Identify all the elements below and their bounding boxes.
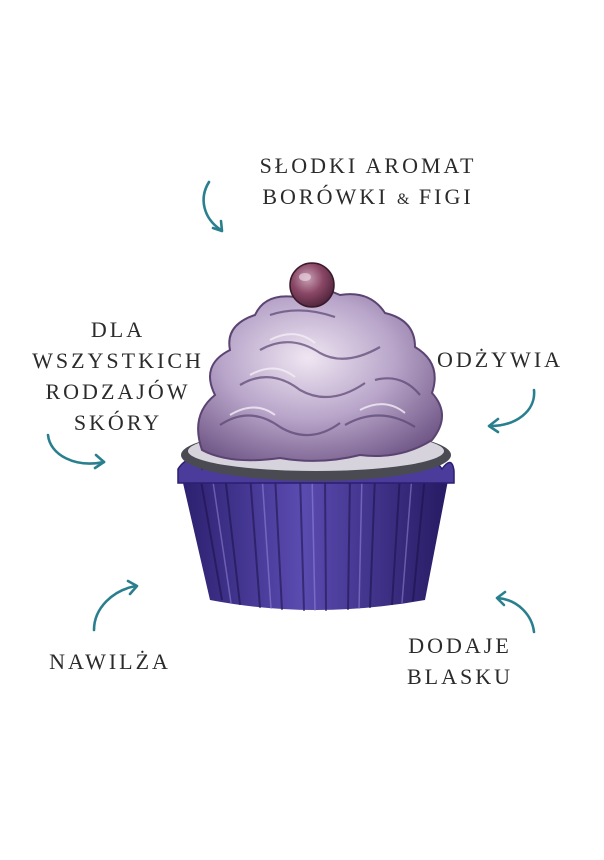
- arrow-bottom-right-icon: [495, 590, 536, 634]
- label-all-skin-types: DLA WSZYSTKICH RODZAJÓW SKÓRY: [18, 314, 218, 438]
- label-skin-line4: SKÓRY: [73, 410, 163, 435]
- label-sweet-aroma: SŁODKI AROMAT BORÓWKI & FIGI: [238, 150, 498, 215]
- arrow-top-icon: [202, 180, 224, 233]
- label-moisturizes: NAWILŻA: [30, 646, 190, 677]
- label-aroma-line1: SŁODKI AROMAT: [259, 153, 477, 178]
- label-moisturize-text: NAWILŻA: [49, 649, 171, 674]
- label-glow-line1: DODAJE: [408, 633, 512, 658]
- label-aroma-blueberry: BORÓWKI: [262, 184, 389, 209]
- cupcake-illustration: [177, 262, 455, 612]
- label-aroma-line2: BORÓWKI & FIGI: [238, 181, 498, 215]
- label-aroma-ampersand: &: [396, 191, 411, 208]
- label-skin-line1: DLA: [90, 317, 146, 342]
- arrow-left-icon: [46, 433, 106, 470]
- label-skin-line2: WSZYSTKICH: [32, 348, 204, 373]
- label-adds-glow: DODAJE BLASKU: [380, 630, 540, 692]
- label-aroma-fig: FIGI: [418, 184, 474, 209]
- arrow-bottom-left-icon: [92, 579, 139, 632]
- label-skin-line3: RODZAJÓW: [45, 379, 191, 404]
- label-nourishes: ODŻYWIA: [420, 344, 580, 375]
- label-glow-line2: BLASKU: [406, 664, 513, 689]
- label-nourish-text: ODŻYWIA: [436, 347, 564, 372]
- arrow-right-icon: [487, 388, 536, 434]
